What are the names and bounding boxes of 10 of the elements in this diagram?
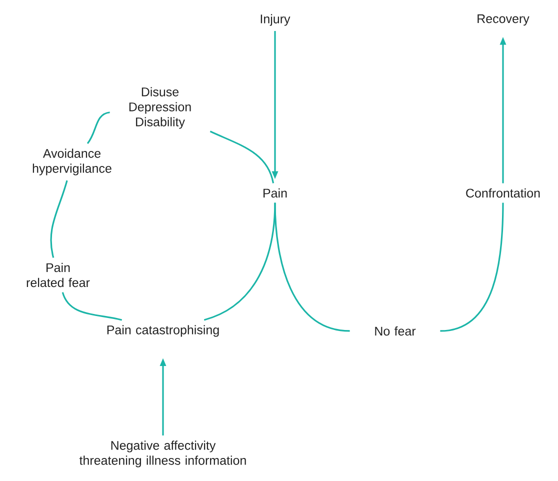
- label-text: Disuse Depression Disability: [129, 87, 191, 129]
- label-text: No fear: [375, 326, 416, 336]
- label-text: Negative affectivity threatening illness information: [79, 440, 246, 468]
- label-text: Confrontation: [466, 188, 540, 198]
- label-text: Pain related fear: [26, 262, 90, 288]
- label-text: Pain: [264, 188, 287, 198]
- label-text: Recovery: [478, 14, 530, 26]
- label-text: Injury: [260, 14, 290, 26]
- label-text: Avoidance hypervigilance: [32, 148, 112, 176]
- label-text: Pain catastrophising: [107, 325, 219, 337]
